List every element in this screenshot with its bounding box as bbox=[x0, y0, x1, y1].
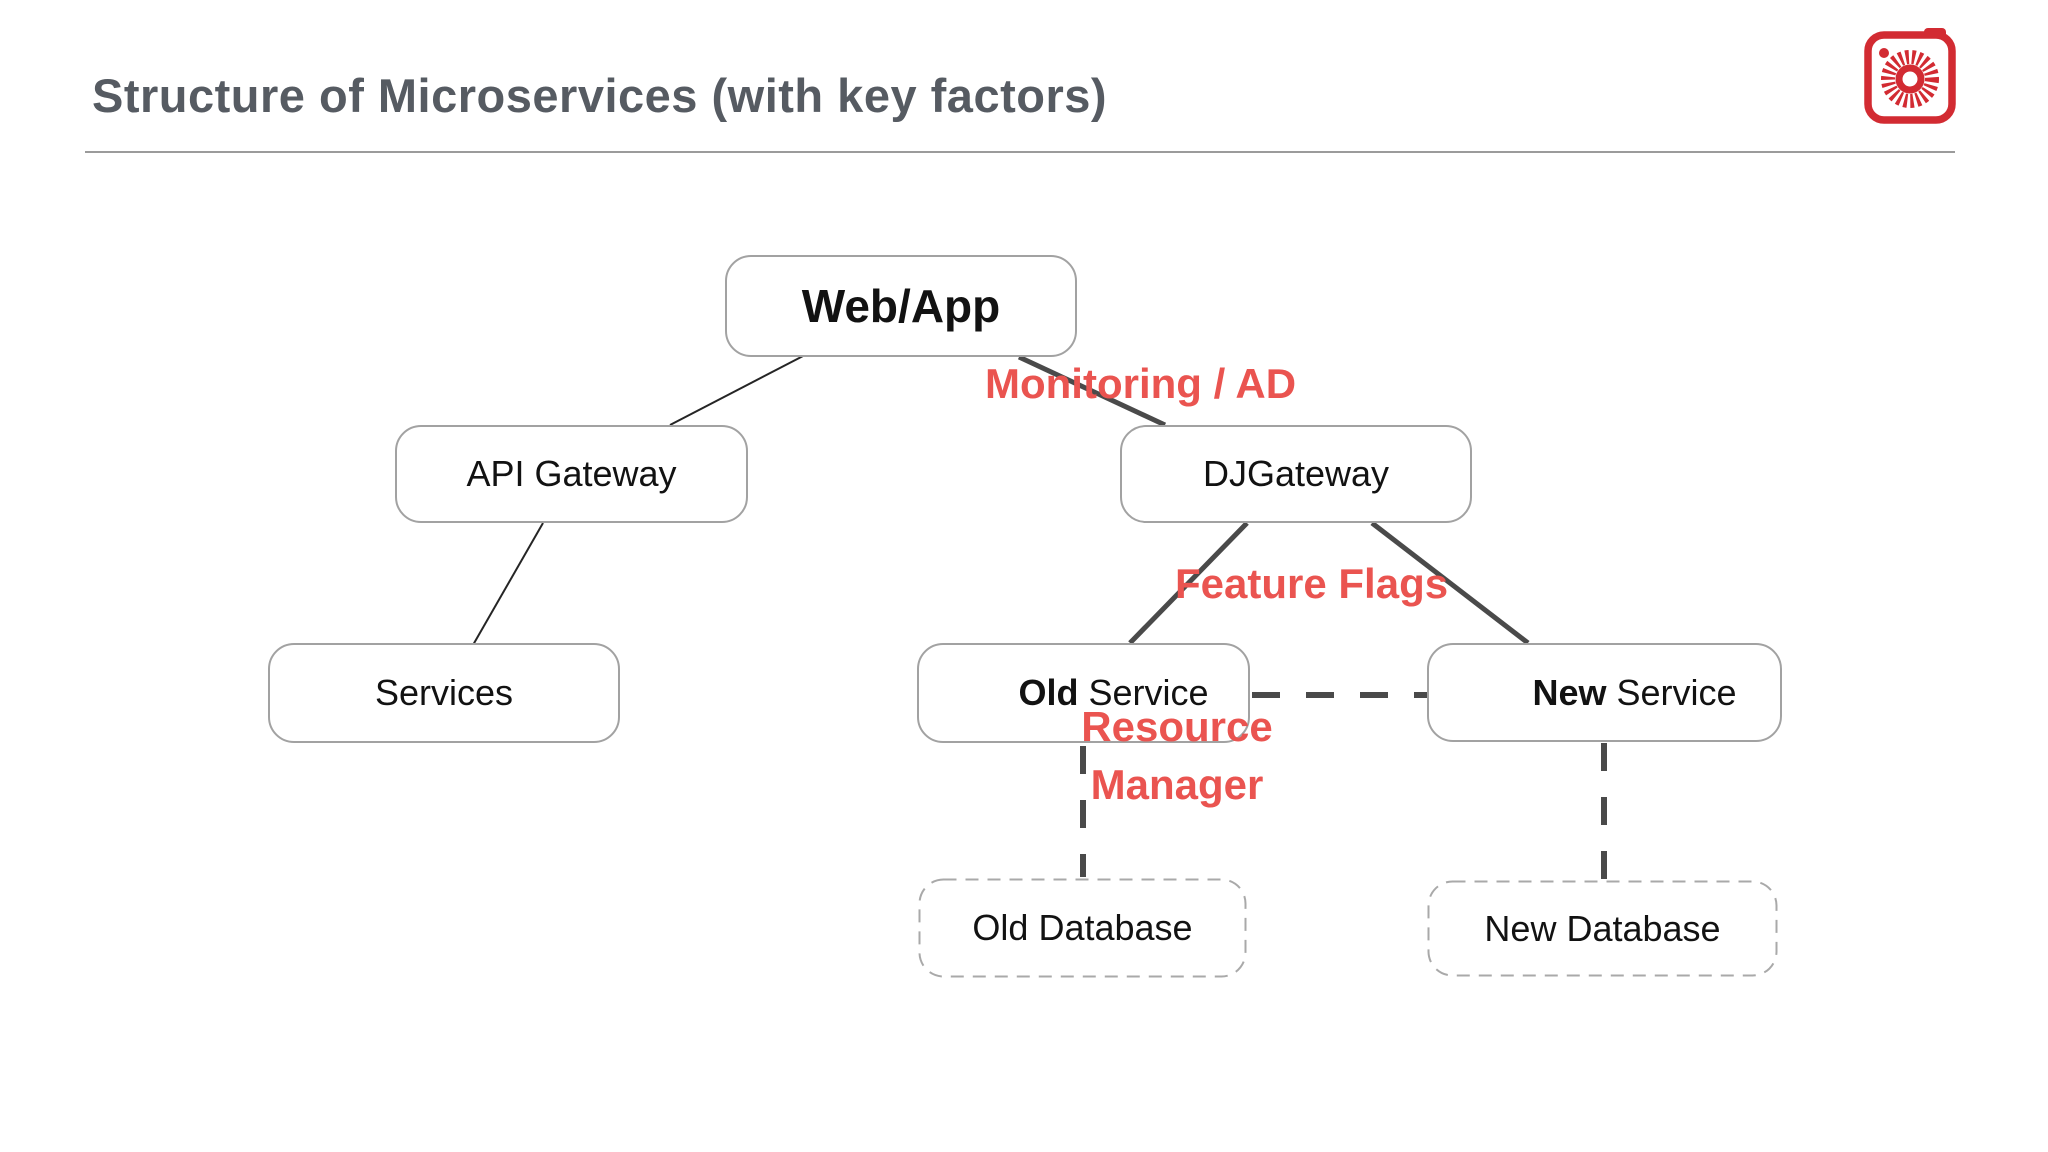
node-new-database: New Database bbox=[1427, 880, 1778, 977]
node-web-app-label: Web/App bbox=[801, 280, 1001, 332]
node-web-app: Web/App bbox=[725, 255, 1077, 357]
node-old-service-label-bold: Old bbox=[1018, 672, 1079, 713]
node-api-gateway: API Gateway bbox=[395, 425, 748, 523]
edge-label-feature-flags: Feature Flags bbox=[1175, 560, 1449, 607]
edge-label-monitoring-ad: Monitoring / AD bbox=[985, 360, 1297, 407]
node-dj-gateway-label: DJGateway bbox=[1202, 453, 1390, 494]
node-new-service-label-rest: Service bbox=[1606, 671, 1737, 713]
edge-webapp-apigateway bbox=[669, 354, 806, 426]
new-database-dashed-border bbox=[1427, 880, 1778, 977]
edge-label-resource-manager: Resource Manager bbox=[1081, 703, 1273, 808]
node-old-database: Old Database bbox=[918, 878, 1247, 978]
node-old-service: Old Service bbox=[917, 643, 1250, 743]
node-services: Services bbox=[268, 643, 620, 743]
node-new-service-label-bold: New bbox=[1532, 671, 1607, 713]
edge-webapp-djgateway bbox=[1017, 354, 1167, 428]
node-api-gateway-label: API Gateway bbox=[466, 453, 677, 494]
node-services-label: Services bbox=[374, 672, 514, 713]
node-old-database-label: Old Database bbox=[972, 907, 1193, 948]
old-database-dashed-border bbox=[918, 878, 1247, 978]
page-title: Structure of Microservices (with key fac… bbox=[92, 69, 1108, 122]
node-dj-gateway: DJGateway bbox=[1120, 425, 1472, 523]
edge-djgateway-newservice bbox=[1370, 521, 1530, 645]
edge-djgateway-oldservice bbox=[1128, 521, 1249, 645]
node-old-service-label-rest: Service bbox=[1078, 672, 1209, 713]
node-new-service: New Service bbox=[1427, 643, 1782, 742]
camera-logo-icon bbox=[1864, 28, 1956, 124]
node-new-database-label: New Database bbox=[1484, 907, 1721, 949]
edge-apigateway-services bbox=[472, 522, 544, 646]
title-divider bbox=[85, 151, 1955, 153]
